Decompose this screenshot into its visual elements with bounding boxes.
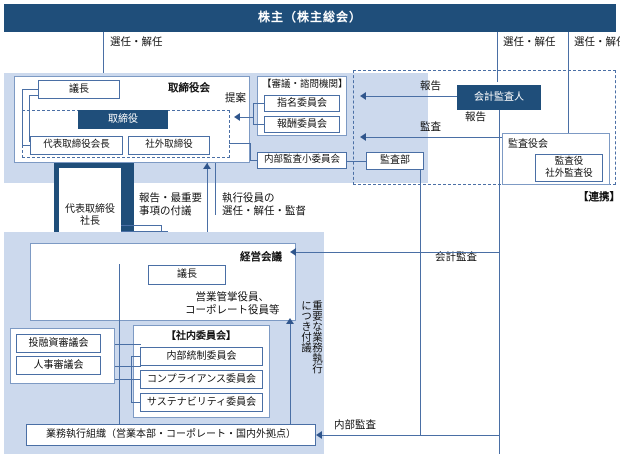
label-appoint-left: 選任・解任	[110, 36, 163, 48]
audit-dashed-region	[353, 70, 616, 185]
line-audit	[366, 137, 502, 138]
arrow-important-business	[286, 318, 294, 324]
arrow-internal-audit	[316, 431, 322, 439]
line-subcommittee-to-board	[229, 143, 251, 144]
nomination-committee-box: 指名委員会	[264, 95, 340, 112]
label-accounting-audit: 会計監査	[435, 251, 477, 263]
line-appoint-accounting-auditor	[497, 32, 498, 82]
directors-label: 取締役	[108, 113, 138, 125]
line-subcommittee-up	[250, 143, 251, 161]
line-chair-top	[22, 89, 38, 90]
line-council-1-out	[115, 344, 141, 345]
auditors-box: 監査役 社外監査役	[535, 154, 603, 182]
line-chair-inner-bottom	[29, 141, 30, 142]
arrow-accounting-to-meeting	[290, 248, 296, 256]
compensation-committee-box: 報酬委員会	[264, 116, 340, 133]
line-council-2-out	[115, 366, 141, 367]
line-committee-3	[131, 402, 140, 403]
audit-department-box: 監査部	[366, 152, 424, 170]
internal-control-committee-box: 内部統制委員会	[140, 347, 263, 366]
execution-organization-box: 業務執行組織（営業本部・コーポレート・国内外拠点）	[26, 424, 316, 446]
arrow-proposal	[234, 113, 240, 121]
arrow-exec-up	[203, 163, 211, 169]
line-accounting-audit-h	[322, 435, 499, 436]
nomination-committee-label: 指名委員会	[277, 97, 327, 109]
outside-director-label: 社外取締役	[145, 139, 193, 151]
arrow-report-accounting	[360, 92, 366, 100]
compensation-committee-label: 報酬委員会	[277, 118, 327, 130]
line-subcommittee-left	[250, 160, 257, 161]
investment-council-box: 投融資審議会	[16, 334, 101, 353]
audit-board-label: 監査役会	[508, 139, 548, 150]
board-panel-title: 取締役会	[168, 82, 210, 94]
line-appoint-audit-board	[568, 32, 569, 135]
line-internal-audit-v	[420, 170, 421, 436]
management-chair-box: 議長	[148, 265, 226, 285]
line-exec-down-vertical	[215, 163, 216, 215]
label-internal-audit: 内部監査	[334, 419, 376, 431]
representative-chair-box: 代表取締役会長	[30, 136, 123, 155]
line-report-accounting	[366, 96, 457, 97]
shareholders-title: 株主（株主総会）	[257, 10, 362, 25]
accounting-auditor-label: 会計監査人	[474, 91, 524, 103]
board-chair-box: 議長	[38, 80, 120, 99]
line-committee-1	[131, 356, 140, 357]
line-report-important-h2	[121, 231, 167, 232]
label-report-important: 報告・最重要 事項の付議	[139, 192, 202, 218]
board-chair-label: 議長	[69, 83, 89, 95]
management-chair-label: 議長	[177, 269, 197, 281]
line-report-important-h	[121, 225, 161, 226]
label-audit: 監査	[420, 121, 441, 133]
line-proposal-top	[253, 103, 264, 104]
line-important-business-v	[290, 322, 291, 432]
line-committee-2	[131, 379, 140, 380]
execution-organization-label: 業務執行組織（営業本部・コーポレート・国内外拠点）	[46, 429, 296, 441]
hr-council-label: 人事審議会	[33, 359, 84, 371]
line-proposal-bottom	[253, 124, 264, 125]
compliance-committee-label: コンプライアンス委員会	[146, 373, 257, 385]
label-exec-supervise: 執行役員の 選任・解任・監督	[222, 192, 306, 218]
shareholders-header: 株主（株主総会）	[4, 4, 616, 32]
directors-box: 取締役	[78, 110, 168, 129]
label-important-business: 重要な業務執行 につき付議	[300, 300, 324, 374]
president-label: 代表取締役 社長	[65, 203, 115, 228]
internal-audit-subcommittee-label: 内部監査小委員会	[263, 154, 340, 166]
line-chair-inner-top	[29, 95, 38, 96]
advisory-title: 【審議・諮問機関】	[262, 79, 348, 90]
accounting-auditor-box: 会計監査人	[457, 85, 541, 110]
label-proposal: 提案	[225, 92, 246, 104]
internal-control-committee-label: 内部統制委員会	[166, 350, 237, 362]
sustainability-committee-box: サステナビリティ委員会	[140, 393, 263, 412]
label-report-auditor: 報告	[465, 111, 486, 123]
audit-department-label: 監査部	[380, 155, 410, 167]
internal-audit-subcommittee-box: 内部監査小委員会	[257, 152, 347, 169]
label-coordination: 【連携】	[578, 191, 620, 203]
line-chair-bottom	[22, 145, 30, 146]
hr-council-box: 人事審議会	[16, 356, 101, 375]
auditors-label: 監査役 社外監査役	[545, 156, 593, 179]
line-council-mid	[115, 379, 131, 380]
line-accounting-audit-vertical	[499, 110, 500, 454]
compliance-committee-box: コンプライアンス委員会	[140, 370, 263, 389]
line-proposal-to-board	[240, 117, 254, 118]
outside-director-box: 社外取締役	[128, 136, 210, 155]
line-chair-bracket-outer	[22, 89, 23, 146]
line-proposal-vertical	[253, 103, 254, 125]
line-subcommittee-to-auditdept	[347, 161, 366, 162]
sustainability-committee-label: サステナビリティ委員会	[146, 396, 257, 408]
representative-chair-label: 代表取締役会長	[43, 139, 110, 151]
arrow-audit	[360, 133, 366, 141]
line-appoint-board	[103, 32, 104, 100]
management-members-label: 営業管掌役員、 コーポレート役員等	[185, 291, 280, 317]
label-appoint-right: 選任・解任	[574, 36, 620, 48]
line-chair-bracket-inner	[29, 95, 30, 141]
internal-committees-title: 【社内委員会】	[166, 331, 236, 342]
label-appoint-mid: 選任・解任	[503, 36, 556, 48]
investment-council-label: 投融資審議会	[28, 337, 89, 349]
management-meeting-label: 経営会議	[240, 251, 282, 263]
line-president-to-org	[119, 264, 120, 429]
line-accounting-to-meeting	[296, 252, 499, 253]
label-report-accounting: 報告	[420, 80, 441, 92]
